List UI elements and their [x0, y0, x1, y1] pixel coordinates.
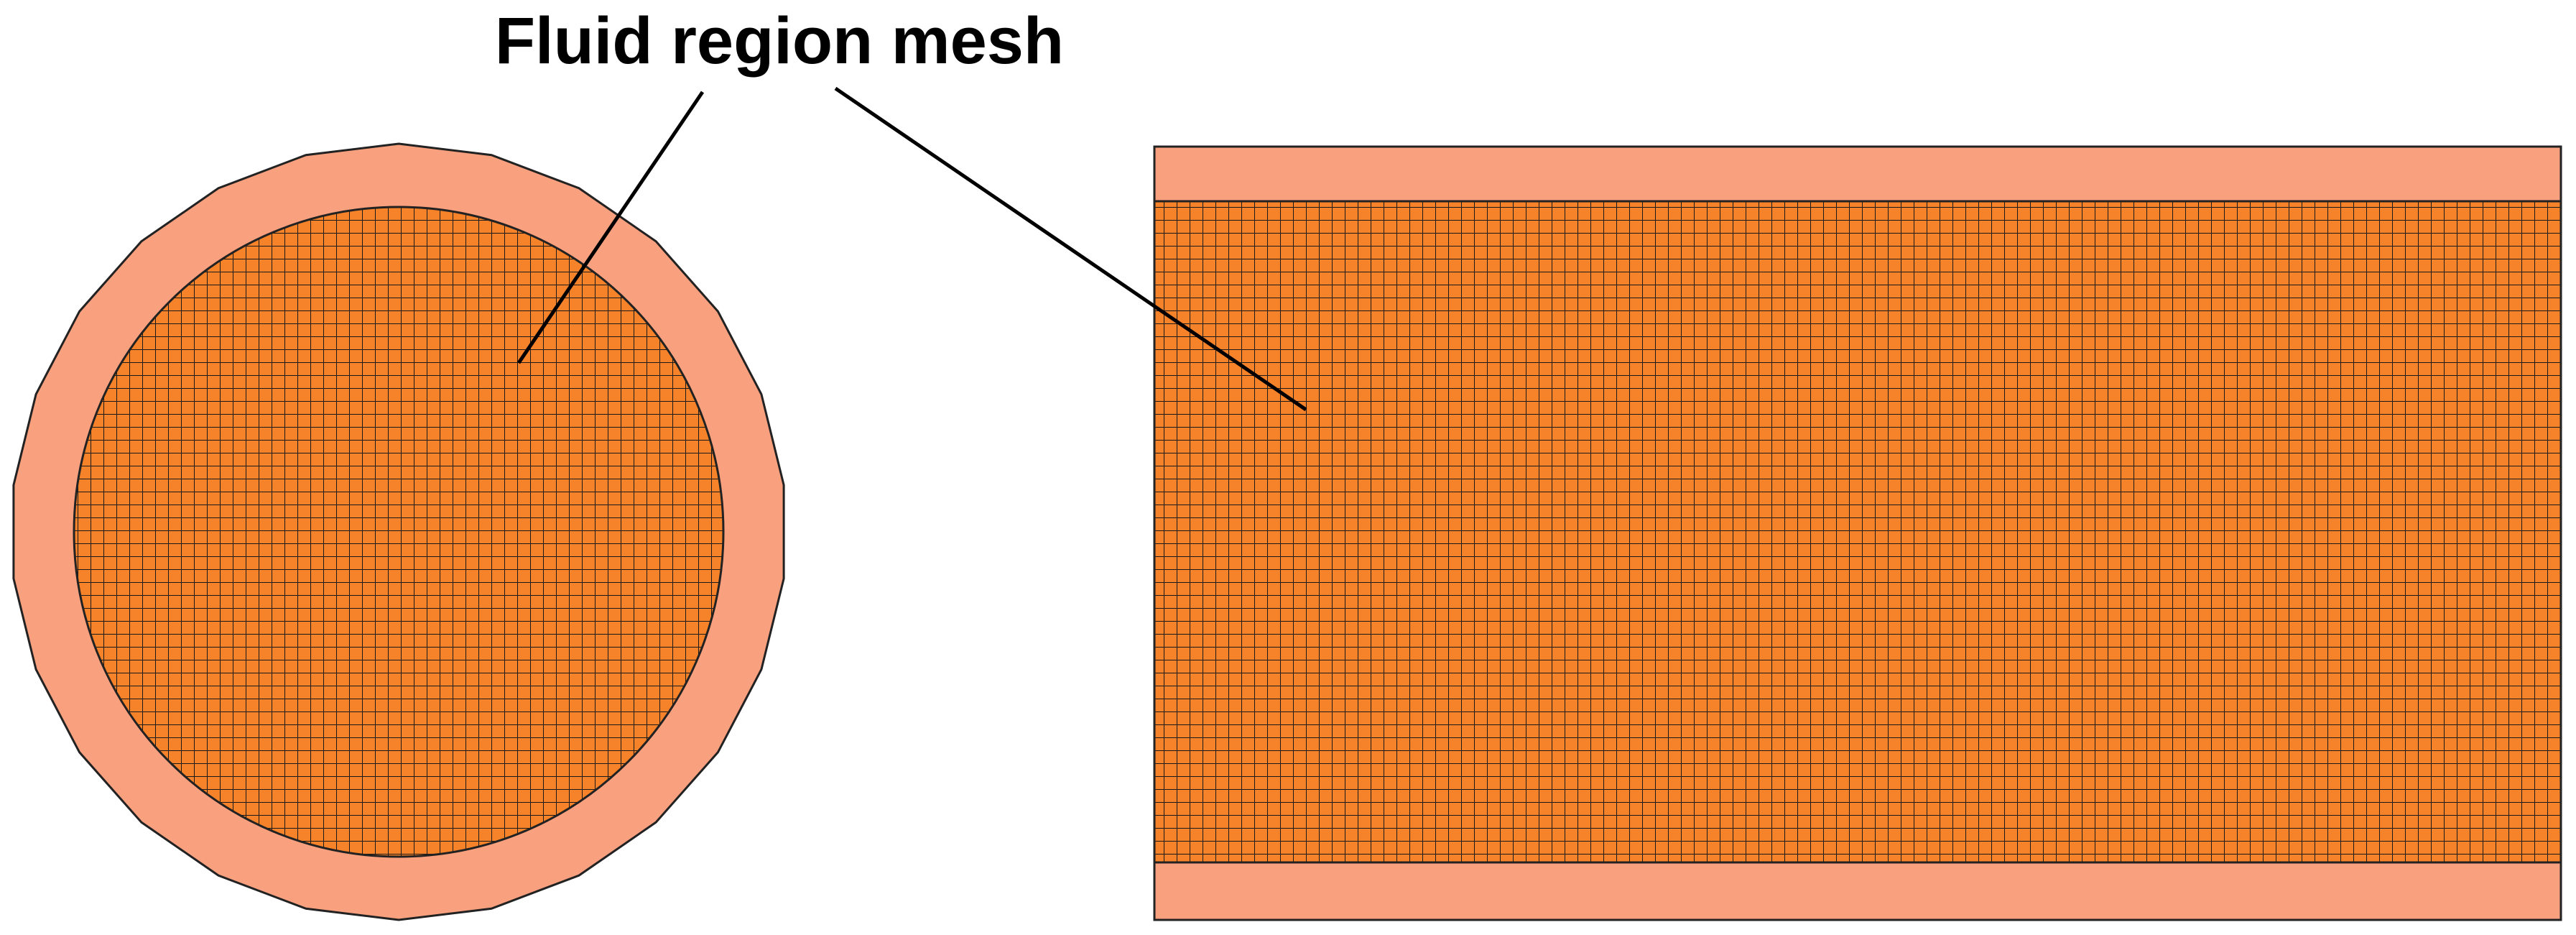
annotation-label: Fluid region mesh [495, 4, 1064, 78]
leader-line-cross-section [516, 91, 705, 364]
pipe-wall-top [1153, 145, 2562, 203]
fluid-boundary-longitudinal [1153, 200, 2562, 864]
pipe-wall-bottom [1153, 861, 2562, 921]
fluid-boundary-cross-section [73, 206, 725, 858]
fluid-mesh-grid-cross-section [74, 207, 723, 857]
cross-section-view [12, 142, 785, 921]
fluid-mesh-grid-longitudinal [1154, 201, 2561, 862]
longitudinal-section-view [1153, 145, 2562, 921]
leader-line-longitudinal [834, 86, 1307, 412]
